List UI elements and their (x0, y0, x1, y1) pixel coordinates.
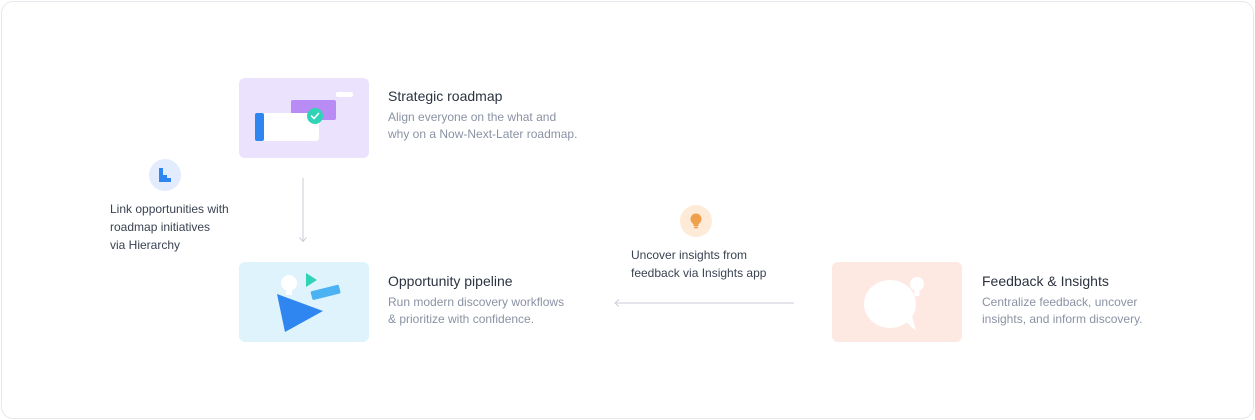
hierarchy-note-line: via Hierarchy (110, 238, 181, 252)
feedback-title: Feedback & Insights (982, 273, 1109, 289)
insights-note: Uncover insights from feedback via Insig… (631, 246, 766, 282)
feedback-illustration (832, 262, 962, 342)
insights-note-line: feedback via Insights app (631, 266, 767, 280)
insights-note-line: Uncover insights from (631, 248, 748, 262)
opportunity-illustration (239, 262, 369, 342)
lightbulb-icon (690, 213, 702, 229)
down-arrow-connector (299, 178, 307, 243)
opportunity-title: Opportunity pipeline (388, 273, 513, 289)
roadmap-desc-line: Align everyone on the what and (388, 110, 557, 124)
roadmap-desc-line: why on a Now-Next-Later roadmap. (388, 127, 578, 141)
hierarchy-note-line: Link opportunities with (110, 202, 229, 216)
hierarchy-badge (149, 159, 181, 191)
hierarchy-icon (159, 168, 171, 182)
hierarchy-note-line: roadmap initiatives (110, 220, 211, 234)
opportunity-description: Run modern discovery workflows & priorit… (388, 294, 608, 328)
opportunity-desc-line: Run modern discovery workflows (388, 295, 565, 309)
roadmap-illustration (239, 78, 369, 158)
hierarchy-note: Link opportunities with roadmap initiati… (110, 200, 229, 254)
opportunity-desc-line: & prioritize with confidence. (388, 312, 535, 326)
feedback-desc-line: Centralize feedback, uncover (982, 295, 1138, 309)
roadmap-title: Strategic roadmap (388, 88, 503, 104)
insights-badge (680, 205, 712, 237)
feedback-desc-line: insights, and inform discovery. (982, 312, 1143, 326)
left-arrow-connector (614, 299, 794, 307)
roadmap-description: Align everyone on the what and why on a … (388, 109, 608, 143)
feedback-description: Centralize feedback, uncover insights, a… (982, 294, 1202, 328)
